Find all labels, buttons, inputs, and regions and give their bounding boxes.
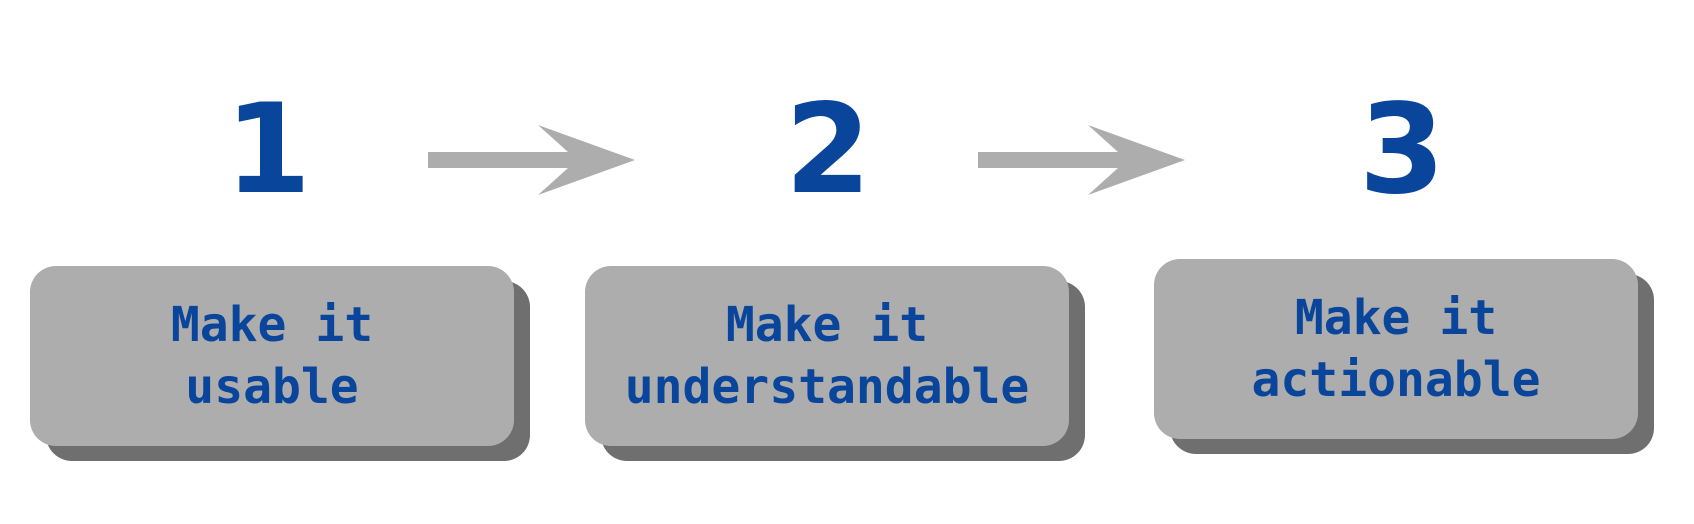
step-2-label: Make it understandable bbox=[624, 297, 1030, 415]
step-2-card: Make it understandable bbox=[585, 266, 1085, 461]
step-1-number: 1 bbox=[224, 78, 312, 222]
step-3-number: 3 bbox=[1358, 78, 1446, 222]
step-1-card: Make it usable bbox=[30, 266, 530, 461]
step-3-card: Make it actionable bbox=[1154, 259, 1654, 454]
step-1-label: Make it usable bbox=[170, 297, 374, 415]
card-face: Make it understandable bbox=[585, 266, 1069, 446]
arrow-right-icon bbox=[428, 125, 635, 195]
card-face: Make it usable bbox=[30, 266, 514, 446]
card-face: Make it actionable bbox=[1154, 259, 1638, 439]
arrow-right-icon bbox=[978, 125, 1185, 195]
step-3-label: Make it actionable bbox=[1251, 290, 1541, 408]
step-2-number: 2 bbox=[784, 78, 872, 222]
